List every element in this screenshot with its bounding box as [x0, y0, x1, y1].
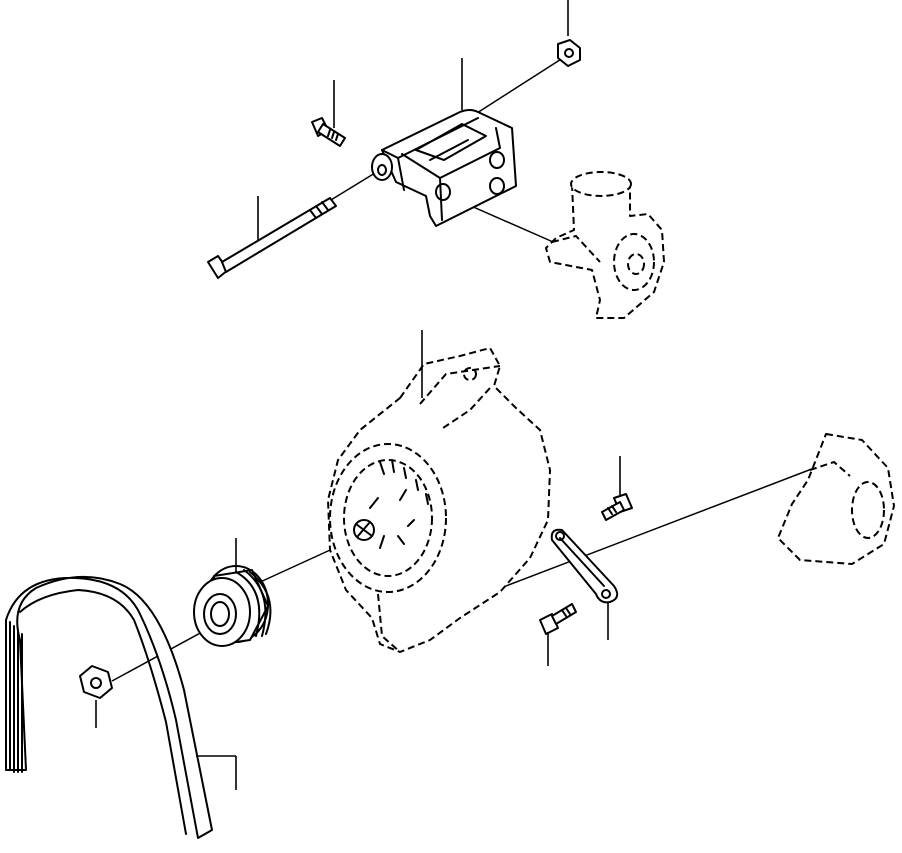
poly-v-belt: [5, 575, 213, 839]
callout-leaders: [95, 0, 621, 790]
engine-mount-boss: [777, 433, 895, 565]
bracket-top-nut: [557, 39, 581, 67]
long-through-bolt: [207, 197, 337, 279]
link-bolt-lower: [539, 603, 577, 635]
axis-long-bolt: [325, 172, 376, 204]
bracket-bolt-short: [311, 117, 346, 147]
alternator: [327, 347, 551, 653]
alternator-pulley: [193, 565, 272, 647]
link-bolt-upper: [601, 493, 633, 521]
adjusting-link: [550, 528, 619, 604]
pulley-nut: [79, 665, 113, 699]
water-pump-housing: [545, 171, 665, 319]
mounting-bracket: [371, 109, 517, 227]
